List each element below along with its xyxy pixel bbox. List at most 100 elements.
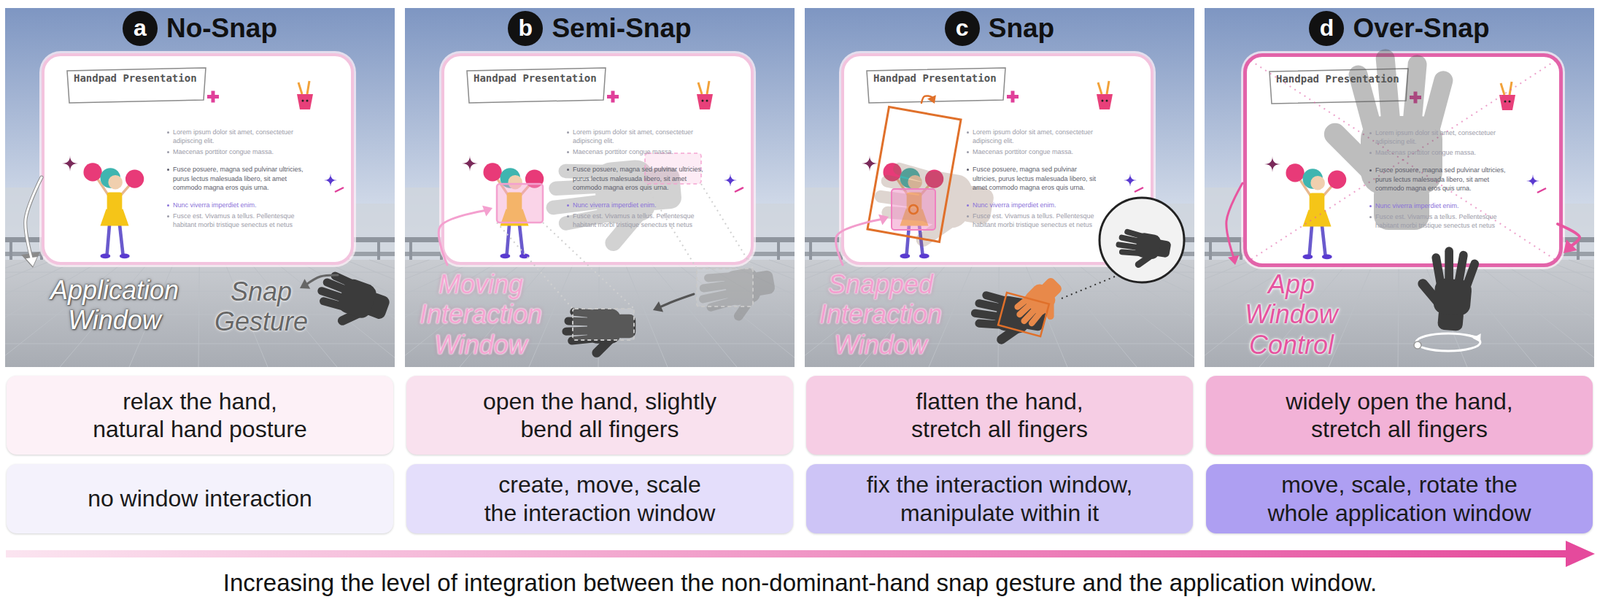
- description-text: flatten the hand, stretch all fingers: [908, 387, 1091, 444]
- scene-backdrop: [1208, 237, 1212, 260]
- slide-bullet: Fusce posuere, magna sed pulvinar ultric…: [172, 164, 313, 192]
- hand-figure: [308, 267, 394, 340]
- scene-backdrop: [296, 259, 395, 367]
- rotate-ring: [1416, 333, 1481, 351]
- rotate-icon: [927, 94, 937, 104]
- interaction-window: [496, 183, 543, 223]
- slide-bullet: Nunc viverra imperdiet enim.: [972, 200, 1097, 210]
- rotate-frame: [998, 292, 1050, 337]
- slide-icons: [499, 253, 510, 259]
- label-holder: Moving Interaction Window: [416, 269, 546, 360]
- pointer-arrow: [25, 177, 42, 260]
- slide-bullet: Nunc viverra imperdiet enim.: [572, 200, 713, 210]
- scene-backdrop: [1544, 259, 1595, 367]
- scene-backdrop: [1204, 272, 1595, 273]
- hand-figure: [866, 158, 998, 260]
- description-text: move, scale, rotate the whole applicatio…: [1264, 470, 1534, 527]
- slide-icons: [1500, 83, 1505, 95]
- slide-bullet: Fusce est. Vivamus a tellus. Pellentesqu…: [172, 211, 313, 230]
- rotate-handle: [909, 205, 918, 214]
- label-holder: Snapped Interaction Window: [816, 269, 945, 360]
- link-dots: [701, 183, 753, 269]
- slide-icons: [1098, 82, 1102, 95]
- slide-title: Handpad Presentation: [873, 72, 997, 85]
- description-text: no window interaction: [84, 484, 316, 513]
- letter-badge: c: [944, 10, 980, 46]
- pointer-arrow: [1226, 183, 1243, 259]
- slide-icons: [706, 80, 710, 95]
- slide-icons: [1285, 163, 1304, 182]
- sign-holder: Handpad Presentation: [73, 72, 197, 85]
- rotate-ring: [1472, 333, 1481, 343]
- slide-icons: [67, 67, 206, 103]
- scene-backdrop: [671, 259, 795, 367]
- pointer-arrow: [1563, 239, 1578, 254]
- slide-icons: [1508, 100, 1511, 103]
- hand-figure: [542, 153, 686, 260]
- app-frame: Handpad PresentationLorem ipsum dolor si…: [41, 53, 354, 265]
- slide-bullet: Fusce est. Vivamus a tellus. Pellentesqu…: [972, 211, 1097, 230]
- motion-arrow: [659, 294, 694, 308]
- slide-icons: [1264, 156, 1281, 173]
- slide-title: Handpad Presentation: [73, 72, 197, 85]
- slide-icons: [507, 223, 510, 254]
- hand-figure: [592, 158, 657, 225]
- panel-title: Over-Snap: [1352, 10, 1490, 46]
- slide-icons: [1134, 187, 1144, 192]
- slide-icons: [1309, 224, 1312, 255]
- scene-backdrop: [198, 259, 200, 367]
- slide-icons: [62, 155, 79, 172]
- title-holder: Semi-Snap: [551, 10, 691, 46]
- hand-figure: [1411, 243, 1482, 332]
- slide-icons: [466, 67, 606, 103]
- hand-figure: [561, 307, 636, 359]
- scene-backdrop: [1471, 259, 1595, 367]
- slide-bullet: Lorem ipsum dolor sit amet, consectetuer…: [172, 127, 313, 146]
- hand-figure: [1400, 53, 1428, 144]
- slide-icons: [83, 162, 102, 181]
- bullet-column: Lorem ipsum dolor sit amet, consectetuer…: [1375, 128, 1516, 230]
- description-box: create, move, scale the interaction wind…: [406, 464, 794, 534]
- panel-letter: a: [133, 16, 147, 40]
- hand-figure: [1373, 180, 1430, 230]
- palm-area: [572, 308, 635, 340]
- description-box: fix the interaction window, manipulate w…: [806, 464, 1193, 534]
- slide-icons: [323, 173, 338, 187]
- bullet-column: Lorem ipsum dolor sit amet, consectetuer…: [572, 127, 713, 230]
- letter-badge: a: [122, 10, 158, 46]
- slide-bullet: Fusce posuere, magna sed pulvinar ultric…: [972, 164, 1097, 192]
- slide-bullet: Maecenas porttitor congue massa.: [1375, 148, 1516, 157]
- slide-title: Handpad Presentation: [1276, 72, 1400, 86]
- scene-backdrop: [1204, 259, 1595, 367]
- title-holder: No-Snap: [166, 10, 278, 46]
- slide-icons: [211, 91, 216, 103]
- pointer-arrow: [438, 210, 486, 265]
- panel-letter: d: [1319, 16, 1335, 40]
- scene-backdrop: [5, 314, 395, 316]
- slide-icons: [696, 80, 713, 110]
- slide-bullet: Maecenas porttitor congue massa.: [572, 147, 713, 157]
- slide-icons: [919, 253, 930, 259]
- scene-backdrop: [1397, 259, 1399, 367]
- slide-icons: [1302, 210, 1331, 227]
- pointer-arrow: [305, 275, 338, 285]
- slide-icons: [1504, 100, 1507, 103]
- hand-figure: [1111, 226, 1172, 274]
- pointer-arrow: [299, 278, 311, 289]
- caption-holder: Increasing the level of integration betw…: [0, 569, 1600, 597]
- slide-icons: [461, 155, 478, 172]
- hand-figure: [1360, 116, 1443, 195]
- bullet-column: Lorem ipsum dolor sit amet, consectetuer…: [172, 127, 313, 230]
- scene-backdrop: [1204, 259, 1230, 367]
- slide-icons: [1499, 94, 1516, 111]
- slide-icons: [1309, 193, 1325, 212]
- panel-title: Snap: [988, 10, 1055, 46]
- scene-backdrop: [377, 237, 381, 260]
- hand-figure: [558, 164, 613, 180]
- slide-icons: [1322, 253, 1333, 260]
- slide-title: Handpad Presentation: [473, 72, 597, 85]
- slide-bullet: Lorem ipsum dolor sit amet, consectetuer…: [1375, 128, 1516, 146]
- slide-bullet: Nunc viverra imperdiet enim.: [172, 200, 313, 210]
- slide-icons: [1096, 80, 1113, 110]
